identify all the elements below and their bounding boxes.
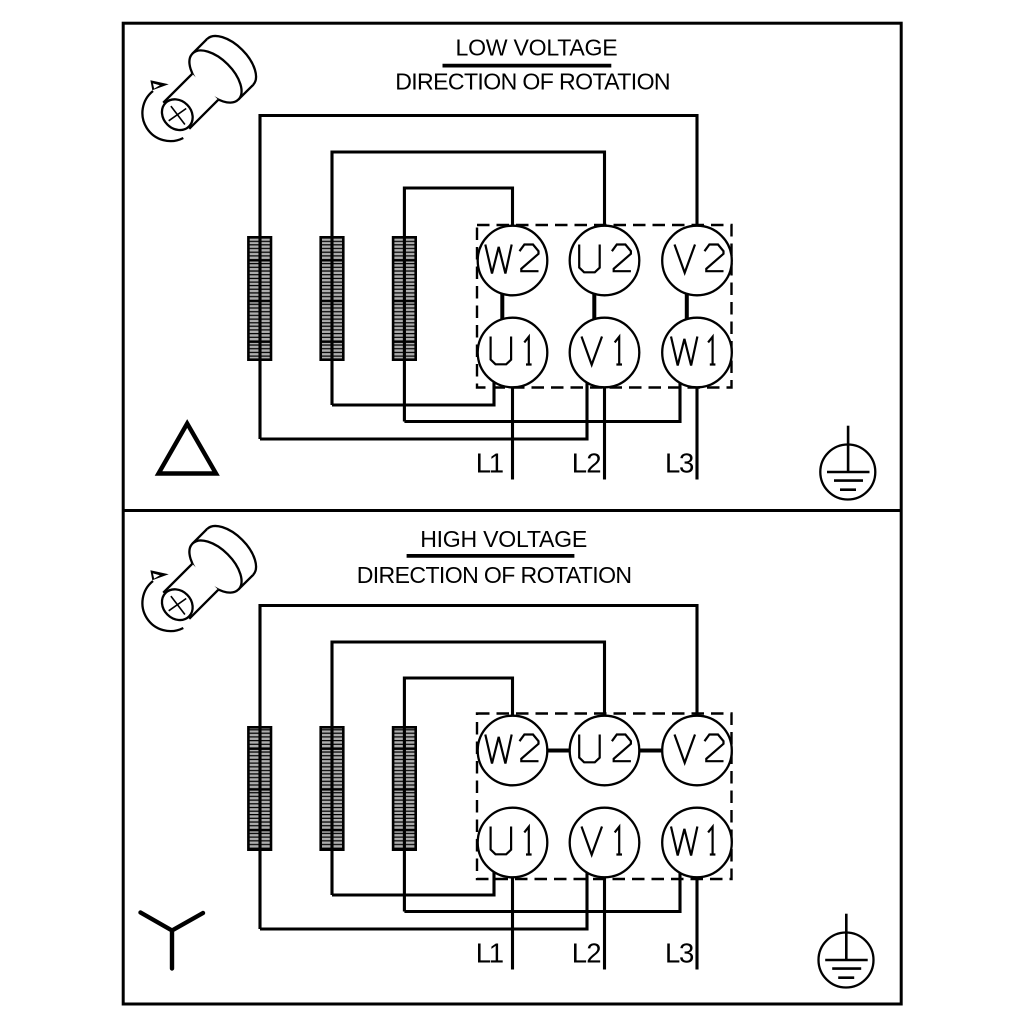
svg-text:2: 2 [586, 447, 601, 478]
svg-text:L: L [572, 447, 587, 478]
svg-text:DIRECTION OF ROTATION: DIRECTION OF ROTATION [395, 69, 670, 95]
svg-text:DIRECTION OF ROTATION: DIRECTION OF ROTATION [357, 562, 632, 588]
svg-text:1: 1 [489, 447, 504, 478]
svg-text:LOW VOLTAGE: LOW VOLTAGE [456, 34, 618, 60]
svg-text:1: 1 [489, 937, 504, 968]
svg-text:L: L [665, 447, 680, 478]
svg-text:L: L [476, 937, 491, 968]
svg-text:L: L [665, 937, 680, 968]
svg-text:L: L [476, 447, 491, 478]
svg-text:2: 2 [586, 937, 601, 968]
svg-text:HIGH VOLTAGE: HIGH VOLTAGE [420, 526, 587, 552]
svg-text:L: L [572, 937, 587, 968]
svg-text:3: 3 [679, 937, 694, 968]
svg-text:3: 3 [679, 447, 694, 478]
